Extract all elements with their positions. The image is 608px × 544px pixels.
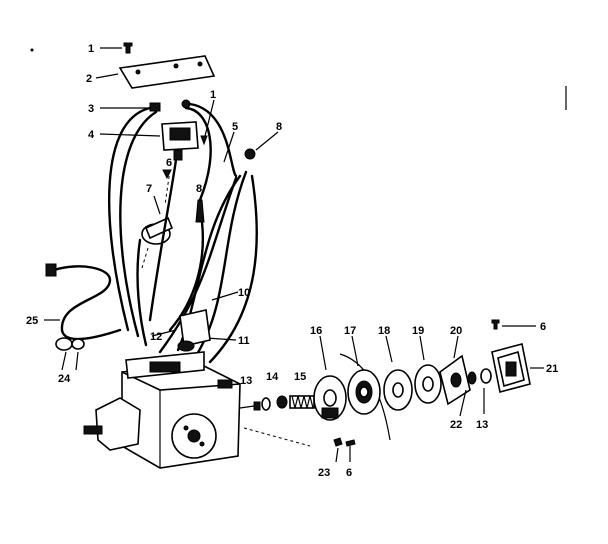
relay-part-11 (151, 291, 239, 352)
seal-part-17 (339, 335, 391, 441)
wire-terminal-part-3 (100, 102, 161, 112)
callout-19: 19 (412, 325, 424, 337)
callout-21: 21 (546, 363, 558, 375)
hub-part-16 (313, 335, 347, 421)
callout-14: 14 (266, 371, 279, 383)
nut-part-14 (276, 395, 288, 409)
callout-25: 25 (26, 315, 38, 327)
callout-13-right: 13 (476, 419, 488, 431)
motor-housing (83, 351, 311, 469)
connector-part-8-top (244, 131, 279, 160)
grommets-part-24 (55, 337, 85, 371)
washer-part-19 (414, 335, 442, 404)
callout-1-top: 1 (88, 43, 94, 55)
callout-6-right: 6 (540, 321, 546, 333)
end-cap-part-21 (491, 343, 544, 393)
callout-4: 4 (88, 129, 95, 141)
spring-part-15 (289, 395, 315, 409)
wiring-harness (107, 102, 258, 364)
ring-part-22 (459, 371, 477, 417)
callout-12: 12 (150, 331, 162, 343)
callout-8-lower: 8 (196, 183, 202, 195)
callout-16: 16 (310, 325, 322, 337)
callout-17: 17 (344, 325, 356, 337)
cord-part-25 (44, 263, 122, 341)
plate-part-20 (439, 335, 471, 406)
callout-20: 20 (450, 325, 462, 337)
callout-6-bottom: 6 (346, 467, 352, 479)
callout-18: 18 (378, 325, 390, 337)
callout-24: 24 (58, 373, 71, 385)
callout-10: 10 (238, 287, 250, 299)
screw-part-23 (333, 437, 343, 463)
washer-part-13 (261, 397, 271, 411)
callout-11: 11 (238, 335, 250, 347)
leader-part-1-mid (200, 99, 215, 146)
callout-22: 22 (450, 419, 462, 431)
callout-6-mid: 6 (166, 157, 172, 169)
callout-5: 5 (232, 121, 238, 133)
pin-part-8-lower (195, 199, 205, 223)
screw-part-6-bottom (345, 439, 356, 462)
scan-marks (30, 48, 567, 110)
callout-23: 23 (318, 467, 330, 479)
callout-15: 15 (294, 371, 306, 383)
callout-3: 3 (88, 103, 94, 115)
screw-part-6-right (491, 319, 536, 330)
cover-plate-part-2 (95, 55, 216, 89)
screw-part-1-top (100, 42, 133, 54)
ring-part-13-right (480, 368, 492, 414)
callout-2: 2 (86, 73, 92, 85)
centerline-part-6 (162, 169, 172, 206)
callout-8-top: 8 (276, 121, 282, 133)
callout-13-left: 13 (240, 375, 252, 387)
callout-7: 7 (146, 183, 152, 195)
callout-1-mid: 1 (210, 89, 216, 101)
washer-part-18 (383, 335, 413, 411)
